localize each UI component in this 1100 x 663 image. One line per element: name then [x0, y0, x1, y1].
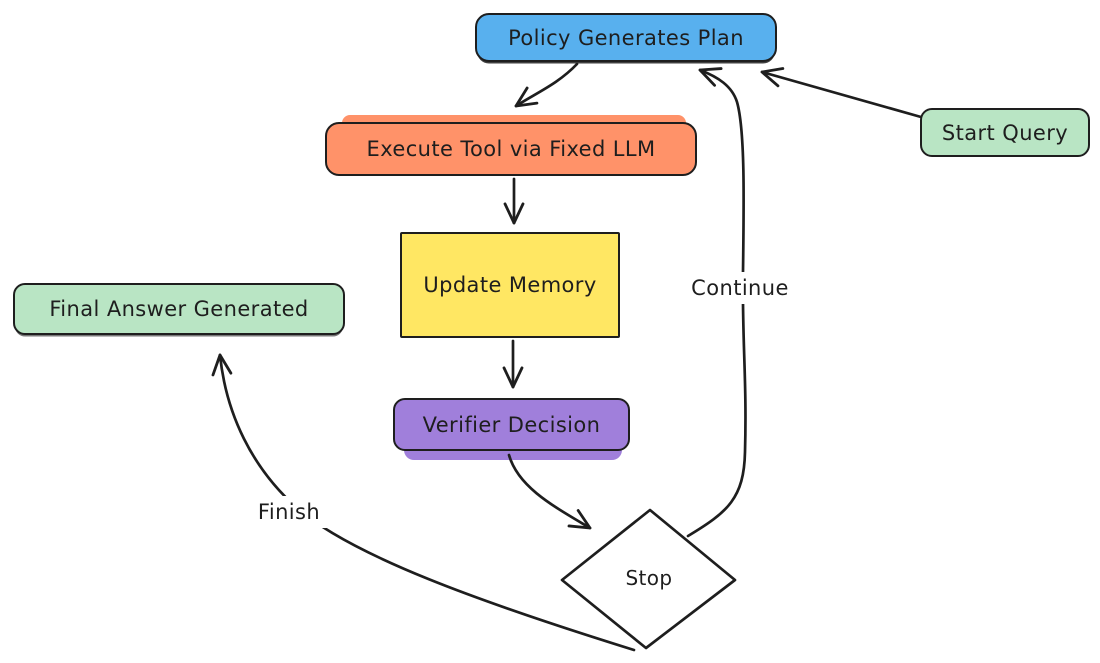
node-stop-label: Stop [625, 566, 673, 590]
node-update-memory: Update Memory [400, 232, 620, 338]
node-execute-tool: Execute Tool via Fixed LLM [325, 122, 697, 176]
node-stop: Stop [599, 562, 699, 594]
node-final-label: Final Answer Generated [49, 297, 309, 321]
edge-label-continue: Continue [686, 272, 794, 304]
arrow-verifier-to-stop [507, 453, 592, 530]
node-start-query: Start Query [920, 108, 1090, 157]
node-verifier-label: Verifier Decision [422, 412, 601, 437]
arrow-policy-to-execute [514, 62, 579, 108]
edge-label-continue-text: Continue [691, 276, 789, 300]
node-policy-generates-plan: Policy Generates Plan [475, 13, 777, 62]
stop-diamond-shape [560, 508, 737, 650]
arrow-start-query-to-policy [760, 67, 923, 119]
edge-label-finish-text: Finish [257, 500, 321, 524]
node-policy-label: Policy Generates Plan [508, 25, 744, 50]
node-execute-label: Execute Tool via Fixed LLM [366, 137, 656, 161]
node-start-label: Start Query [941, 120, 1069, 145]
edge-label-finish: Finish [247, 496, 331, 528]
node-final-answer: Final Answer Generated [13, 283, 345, 335]
node-verifier-decision: Verifier Decision [393, 398, 630, 451]
node-memory-label: Update Memory [423, 273, 597, 297]
